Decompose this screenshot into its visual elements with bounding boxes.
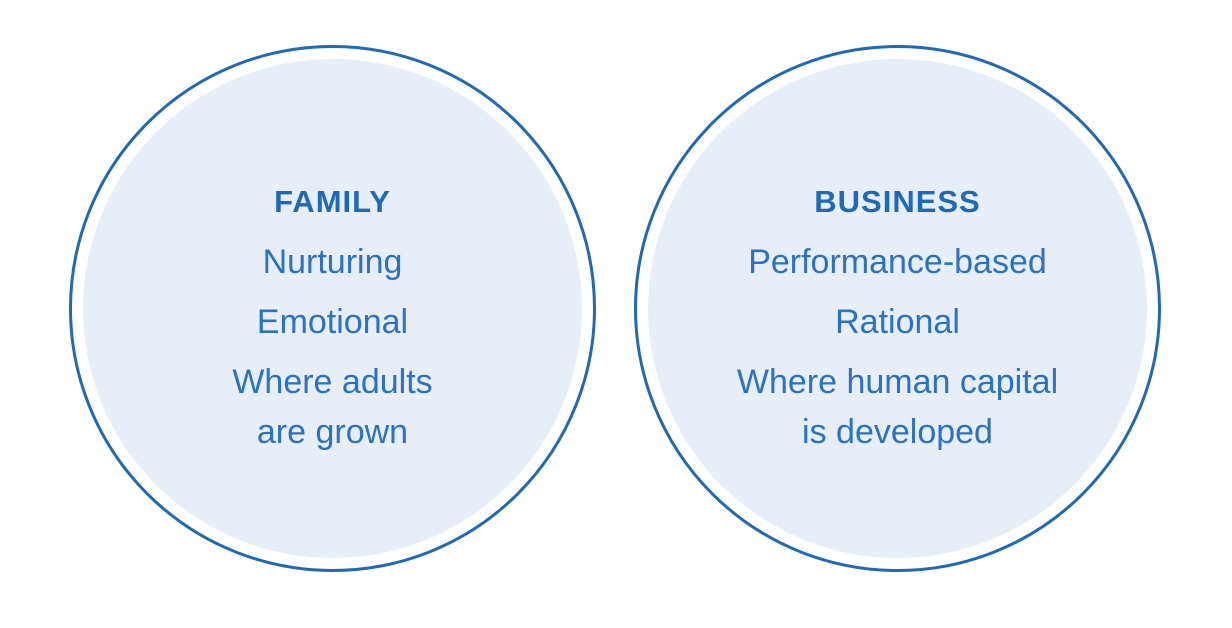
family-item-3: Where adults are grown	[72, 357, 593, 457]
business-circle: BUSINESS Performance-based Rational Wher…	[634, 45, 1161, 572]
family-item-3-line-1: Where adults	[232, 363, 433, 401]
business-item-1: Performance-based	[748, 243, 1047, 281]
business-item-3-line-2: is developed	[802, 413, 993, 451]
family-text-block: FAMILY Nurturing Emotional Where adults a…	[72, 183, 593, 457]
business-title: BUSINESS	[814, 184, 981, 219]
family-circle: FAMILY Nurturing Emotional Where adults a…	[69, 45, 596, 572]
family-title: FAMILY	[274, 184, 391, 219]
family-item-3-line-2: are grown	[256, 413, 409, 451]
family-item-2: Emotional	[256, 303, 409, 341]
business-circle-fill	[648, 59, 1147, 558]
family-item-1: Nurturing	[262, 243, 403, 281]
business-text-block: BUSINESS Performance-based Rational Wher…	[637, 183, 1158, 457]
business-item-3-line-1: Where human capital	[736, 363, 1059, 401]
business-item-2: Rational	[835, 303, 960, 341]
business-item-3: Where human capital is developed	[637, 357, 1158, 457]
family-circle-fill	[83, 59, 582, 558]
